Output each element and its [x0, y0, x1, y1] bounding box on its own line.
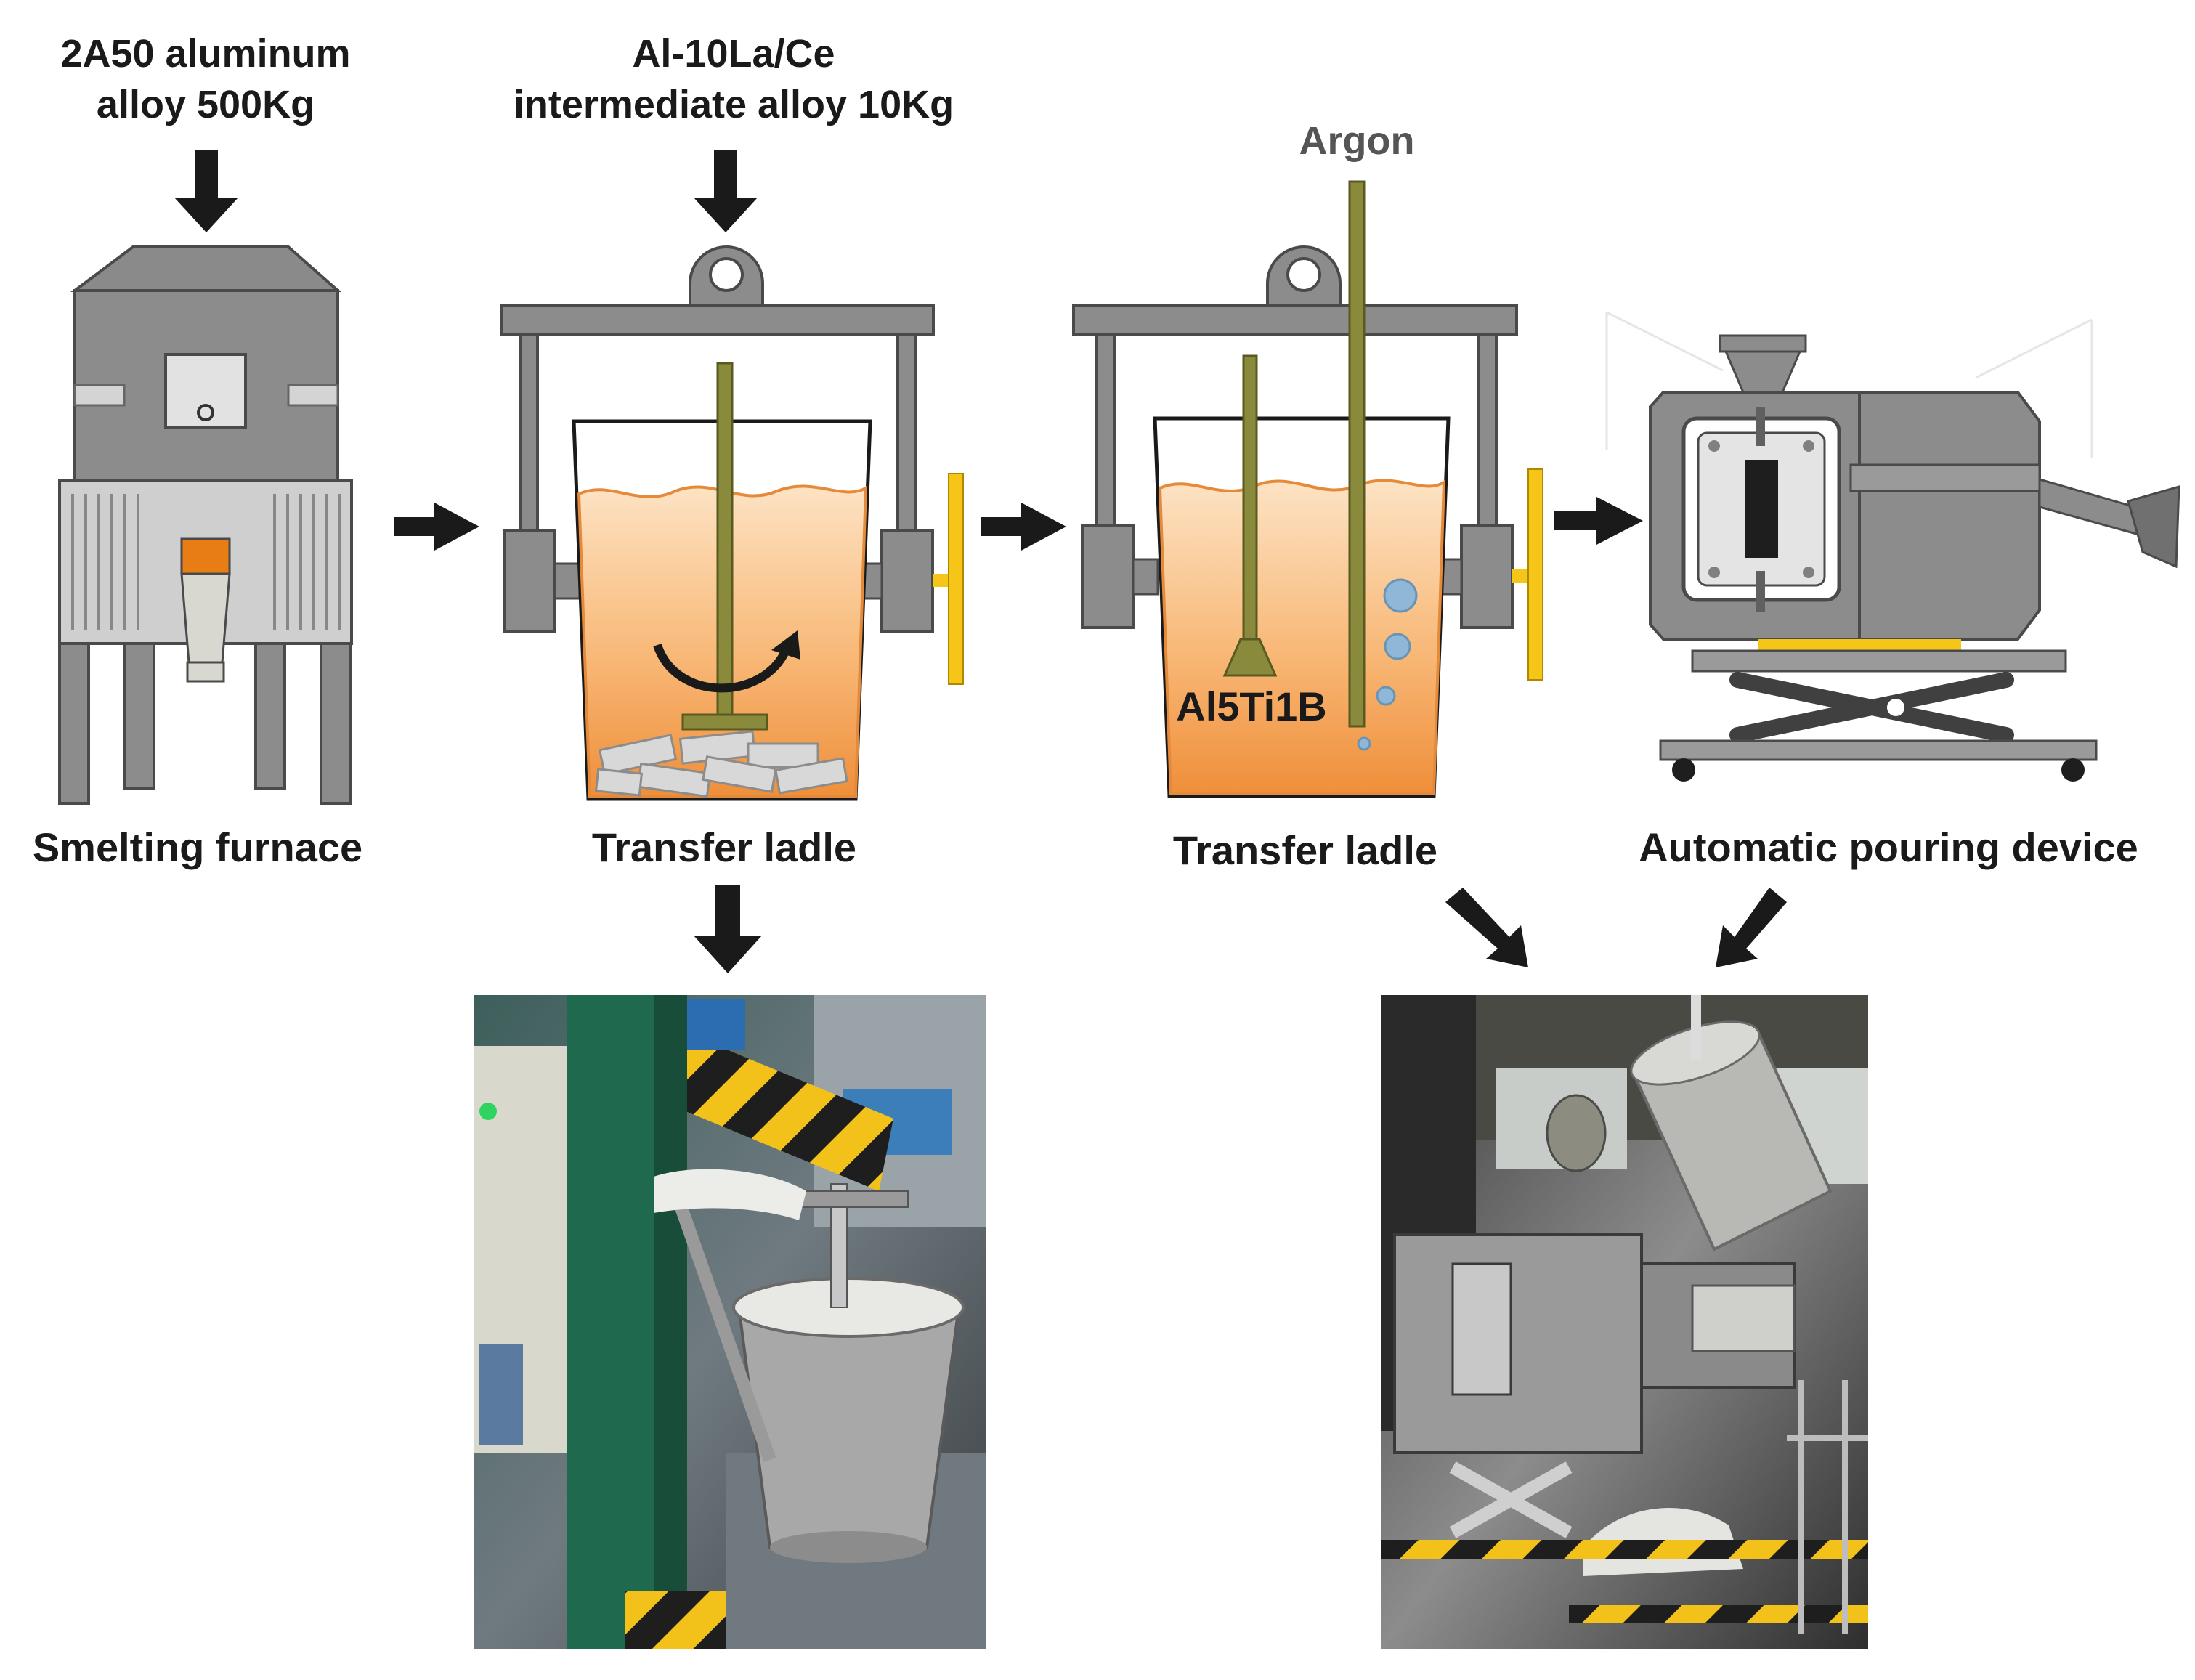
transfer-ladle-2-label: Transfer ladle [1173, 827, 1437, 873]
arrow-right-icon [981, 503, 1066, 551]
master-alloy-label-line1: Al-10La/Ce [632, 32, 835, 76]
master-alloy-label-line2: intermediate alloy 10Kg [514, 83, 954, 126]
automatic-pouring-device [1605, 311, 2180, 782]
arrow-right-icon [1554, 497, 1643, 545]
smelting-furnace [58, 245, 353, 805]
curved-stir-arrow-icon [653, 643, 790, 693]
transfer-ladle-1 [500, 245, 964, 801]
pouring-device-label: Automatic pouring device [1639, 824, 2138, 870]
refiner-label: Al5Ti1B [1176, 683, 1326, 729]
argon-label: Argon [1299, 119, 1415, 163]
smelting-furnace-label: Smelting furnace [33, 824, 362, 870]
transfer-ladle-1-label: Transfer ladle [592, 824, 856, 870]
ladle-degassing-photo-icon [474, 995, 986, 1649]
pouring-machine-photo-icon [1381, 995, 1868, 1649]
arrow-right-icon [394, 503, 479, 551]
arrow-diagonal-icon [1445, 888, 1528, 967]
arrow-down-icon [694, 150, 758, 232]
arrow-down-icon [174, 150, 238, 232]
argon-bubbles [1357, 578, 1418, 751]
base-alloy-label-line2: alloy 500Kg [97, 83, 315, 126]
base-alloy-label-line1: 2A50 aluminum [60, 32, 350, 76]
arrow-down-icon [694, 885, 762, 973]
arrow-diagonal-icon [1716, 888, 1787, 967]
transfer-ladle-2: Al5Ti1B [1072, 180, 1543, 798]
